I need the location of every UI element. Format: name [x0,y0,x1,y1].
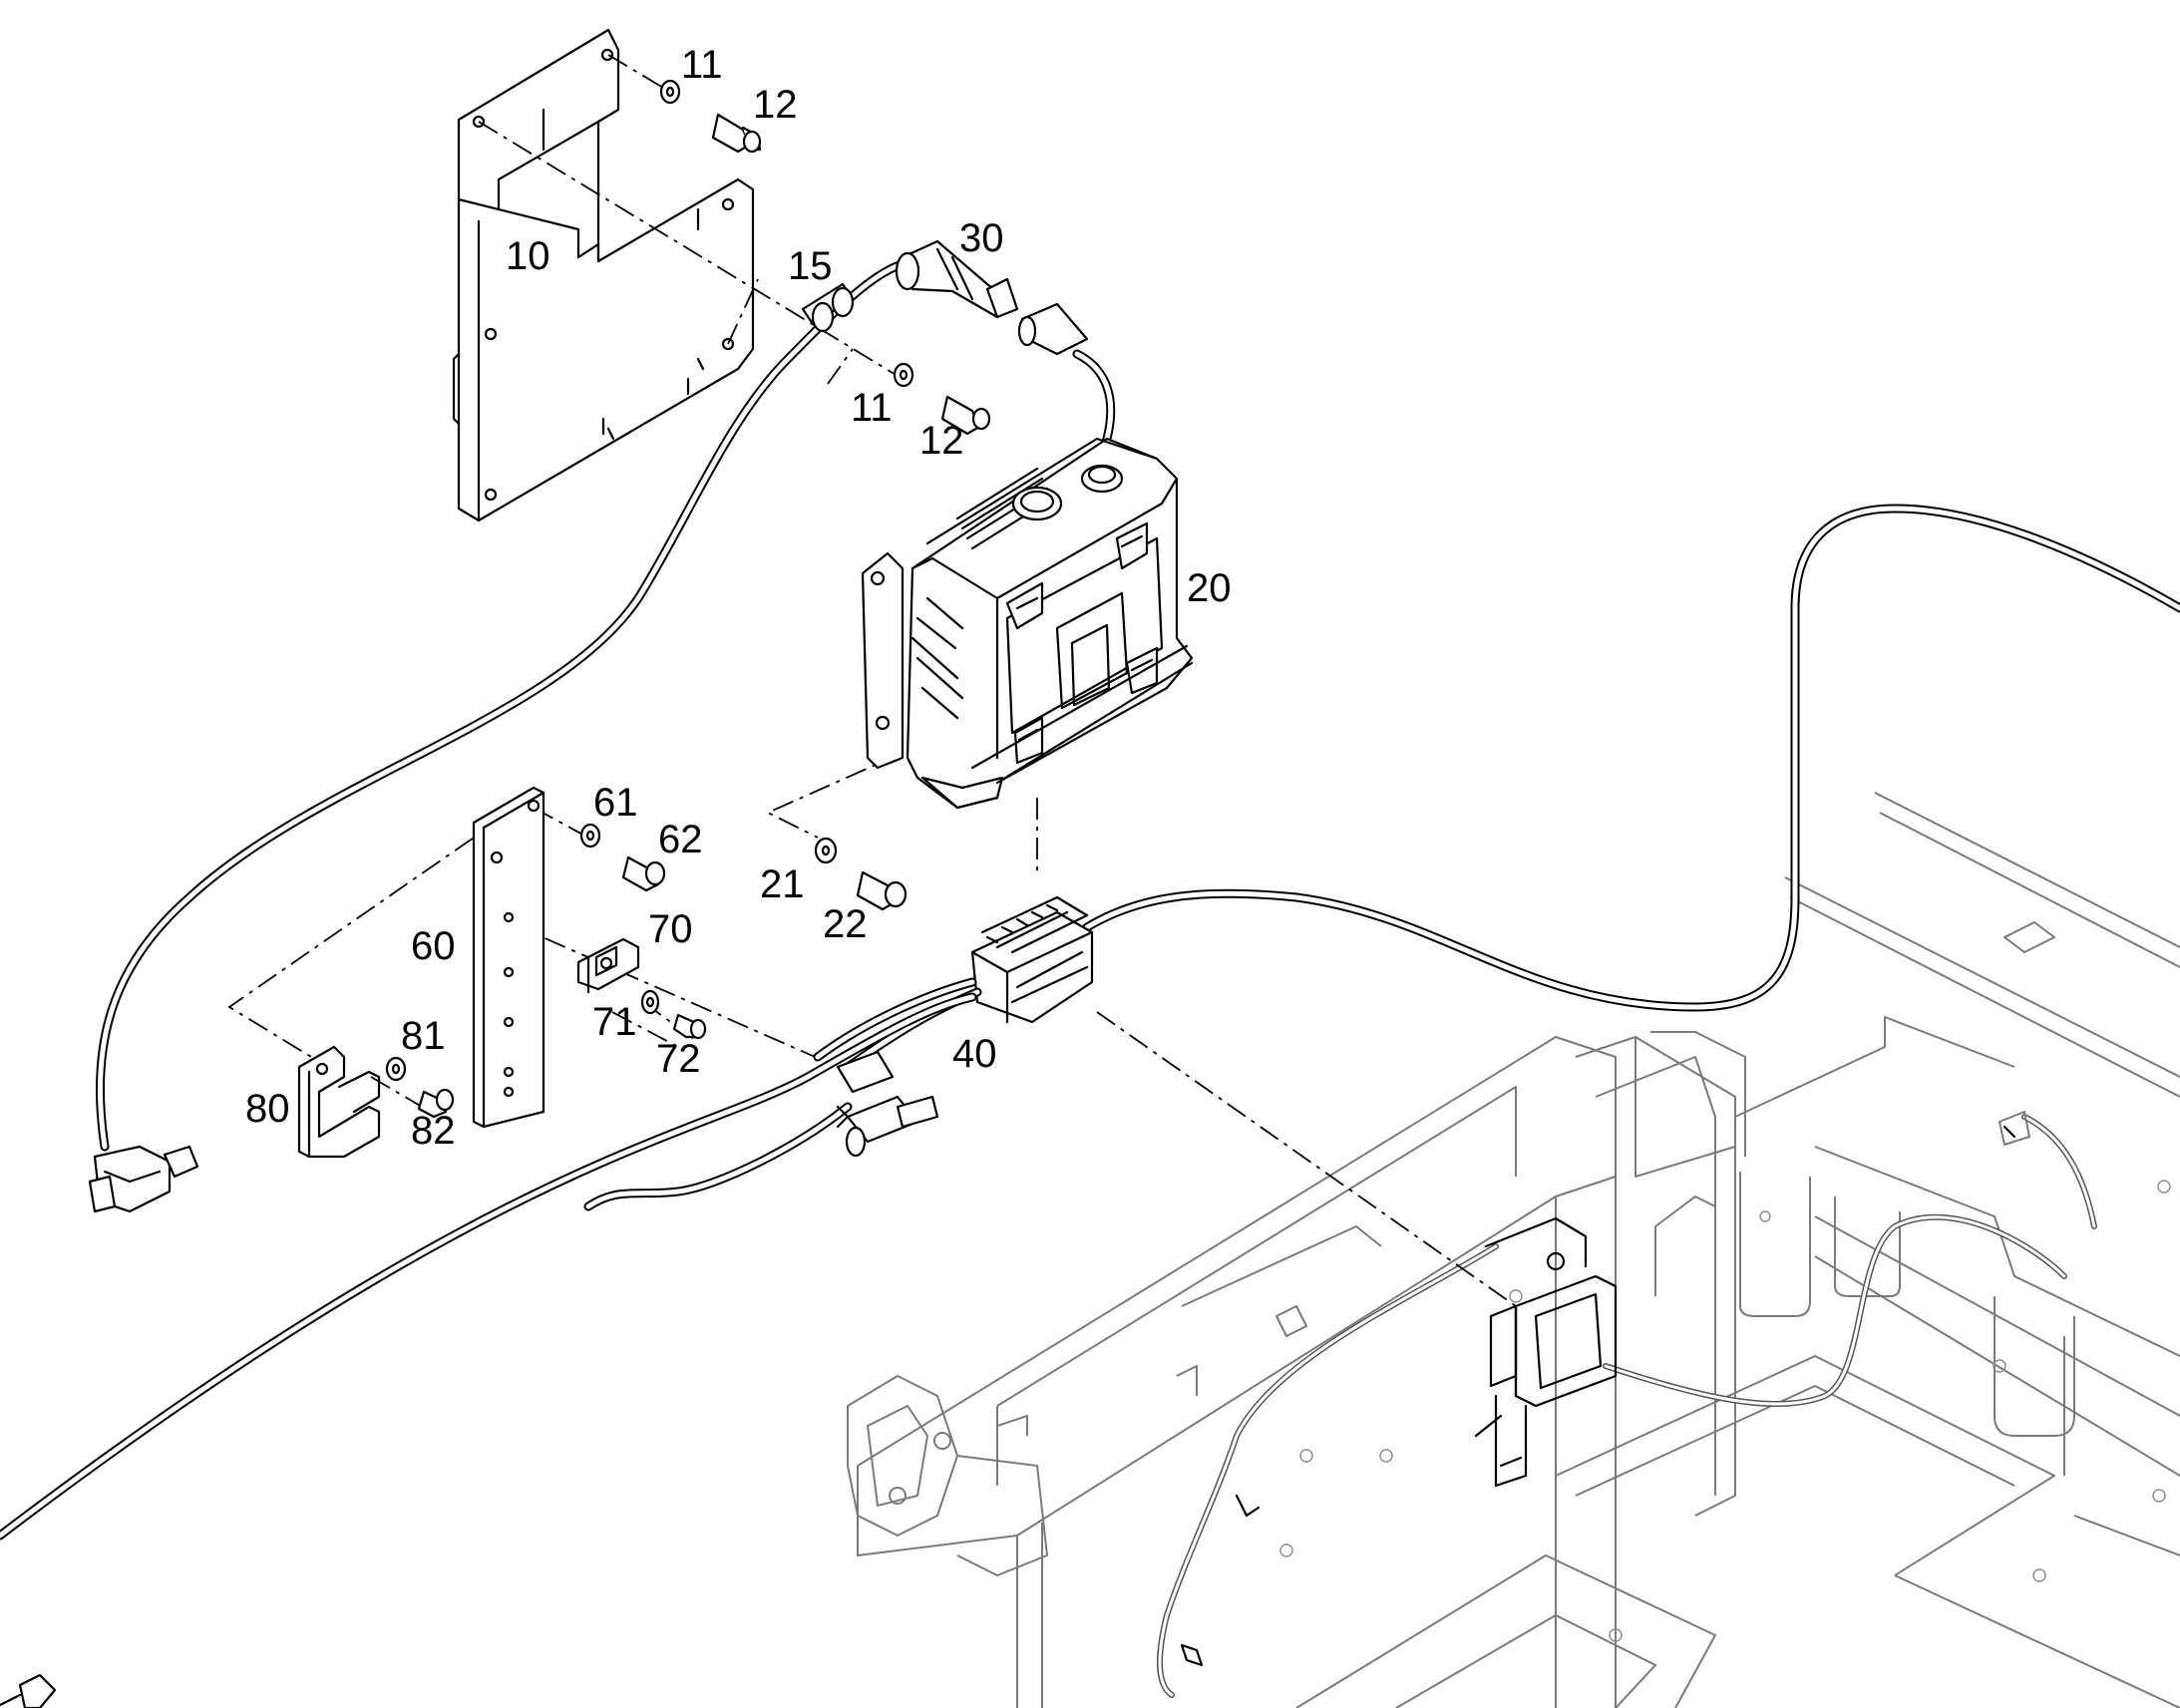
callout-11-lower: 11 [851,386,893,430]
callout-12-top: 12 [753,83,798,127]
callout-61: 61 [593,781,638,825]
callout-72: 72 [656,1037,701,1081]
callout-labels: 11 12 10 15 30 11 12 20 61 62 21 22 60 7… [245,43,1232,1153]
callout-40: 40 [952,1032,997,1076]
callout-10: 10 [506,234,550,278]
callout-81: 81 [401,1014,446,1058]
screw-62 [621,855,666,892]
screw-72 [672,1013,707,1040]
screw-22 [856,870,908,911]
callout-70: 70 [648,907,693,951]
washer-21 [814,837,838,864]
part-70-clip [576,937,640,994]
washer-81 [385,1056,407,1082]
callout-62: 62 [658,818,703,861]
part-60-mounting-strip [472,786,545,1129]
callout-82: 82 [411,1109,456,1153]
part-80-u-bracket [297,1045,381,1159]
washer-11-top [659,79,681,105]
plug-connector-left [88,1145,199,1213]
part-10-bracket [452,28,755,522]
assembly-lines [227,54,1517,1307]
clip-bottom-left [0,1673,57,1708]
callout-60: 60 [411,924,456,968]
callout-15: 15 [788,244,833,288]
callout-21: 21 [760,862,805,906]
washer-11-lower [893,362,914,388]
screw-12-lower [940,395,991,436]
part-20-control-unit [861,437,1194,810]
vehicle-frame-context [847,792,2180,1708]
callout-71: 71 [592,1000,637,1044]
callout-11-top: 11 [681,43,723,87]
screw-82 [417,1088,455,1119]
callout-12-lower: 12 [919,419,964,463]
callout-22: 22 [823,902,868,946]
screw-12-top [711,113,762,154]
callout-20: 20 [1187,566,1232,610]
callout-30: 30 [959,216,1004,260]
washer-61 [579,823,601,849]
washer-71 [640,989,660,1015]
callout-80: 80 [245,1087,290,1131]
connector-30 [895,239,1116,474]
part-40-harness-connector [0,504,2180,1540]
sensor-cable [95,259,908,1152]
